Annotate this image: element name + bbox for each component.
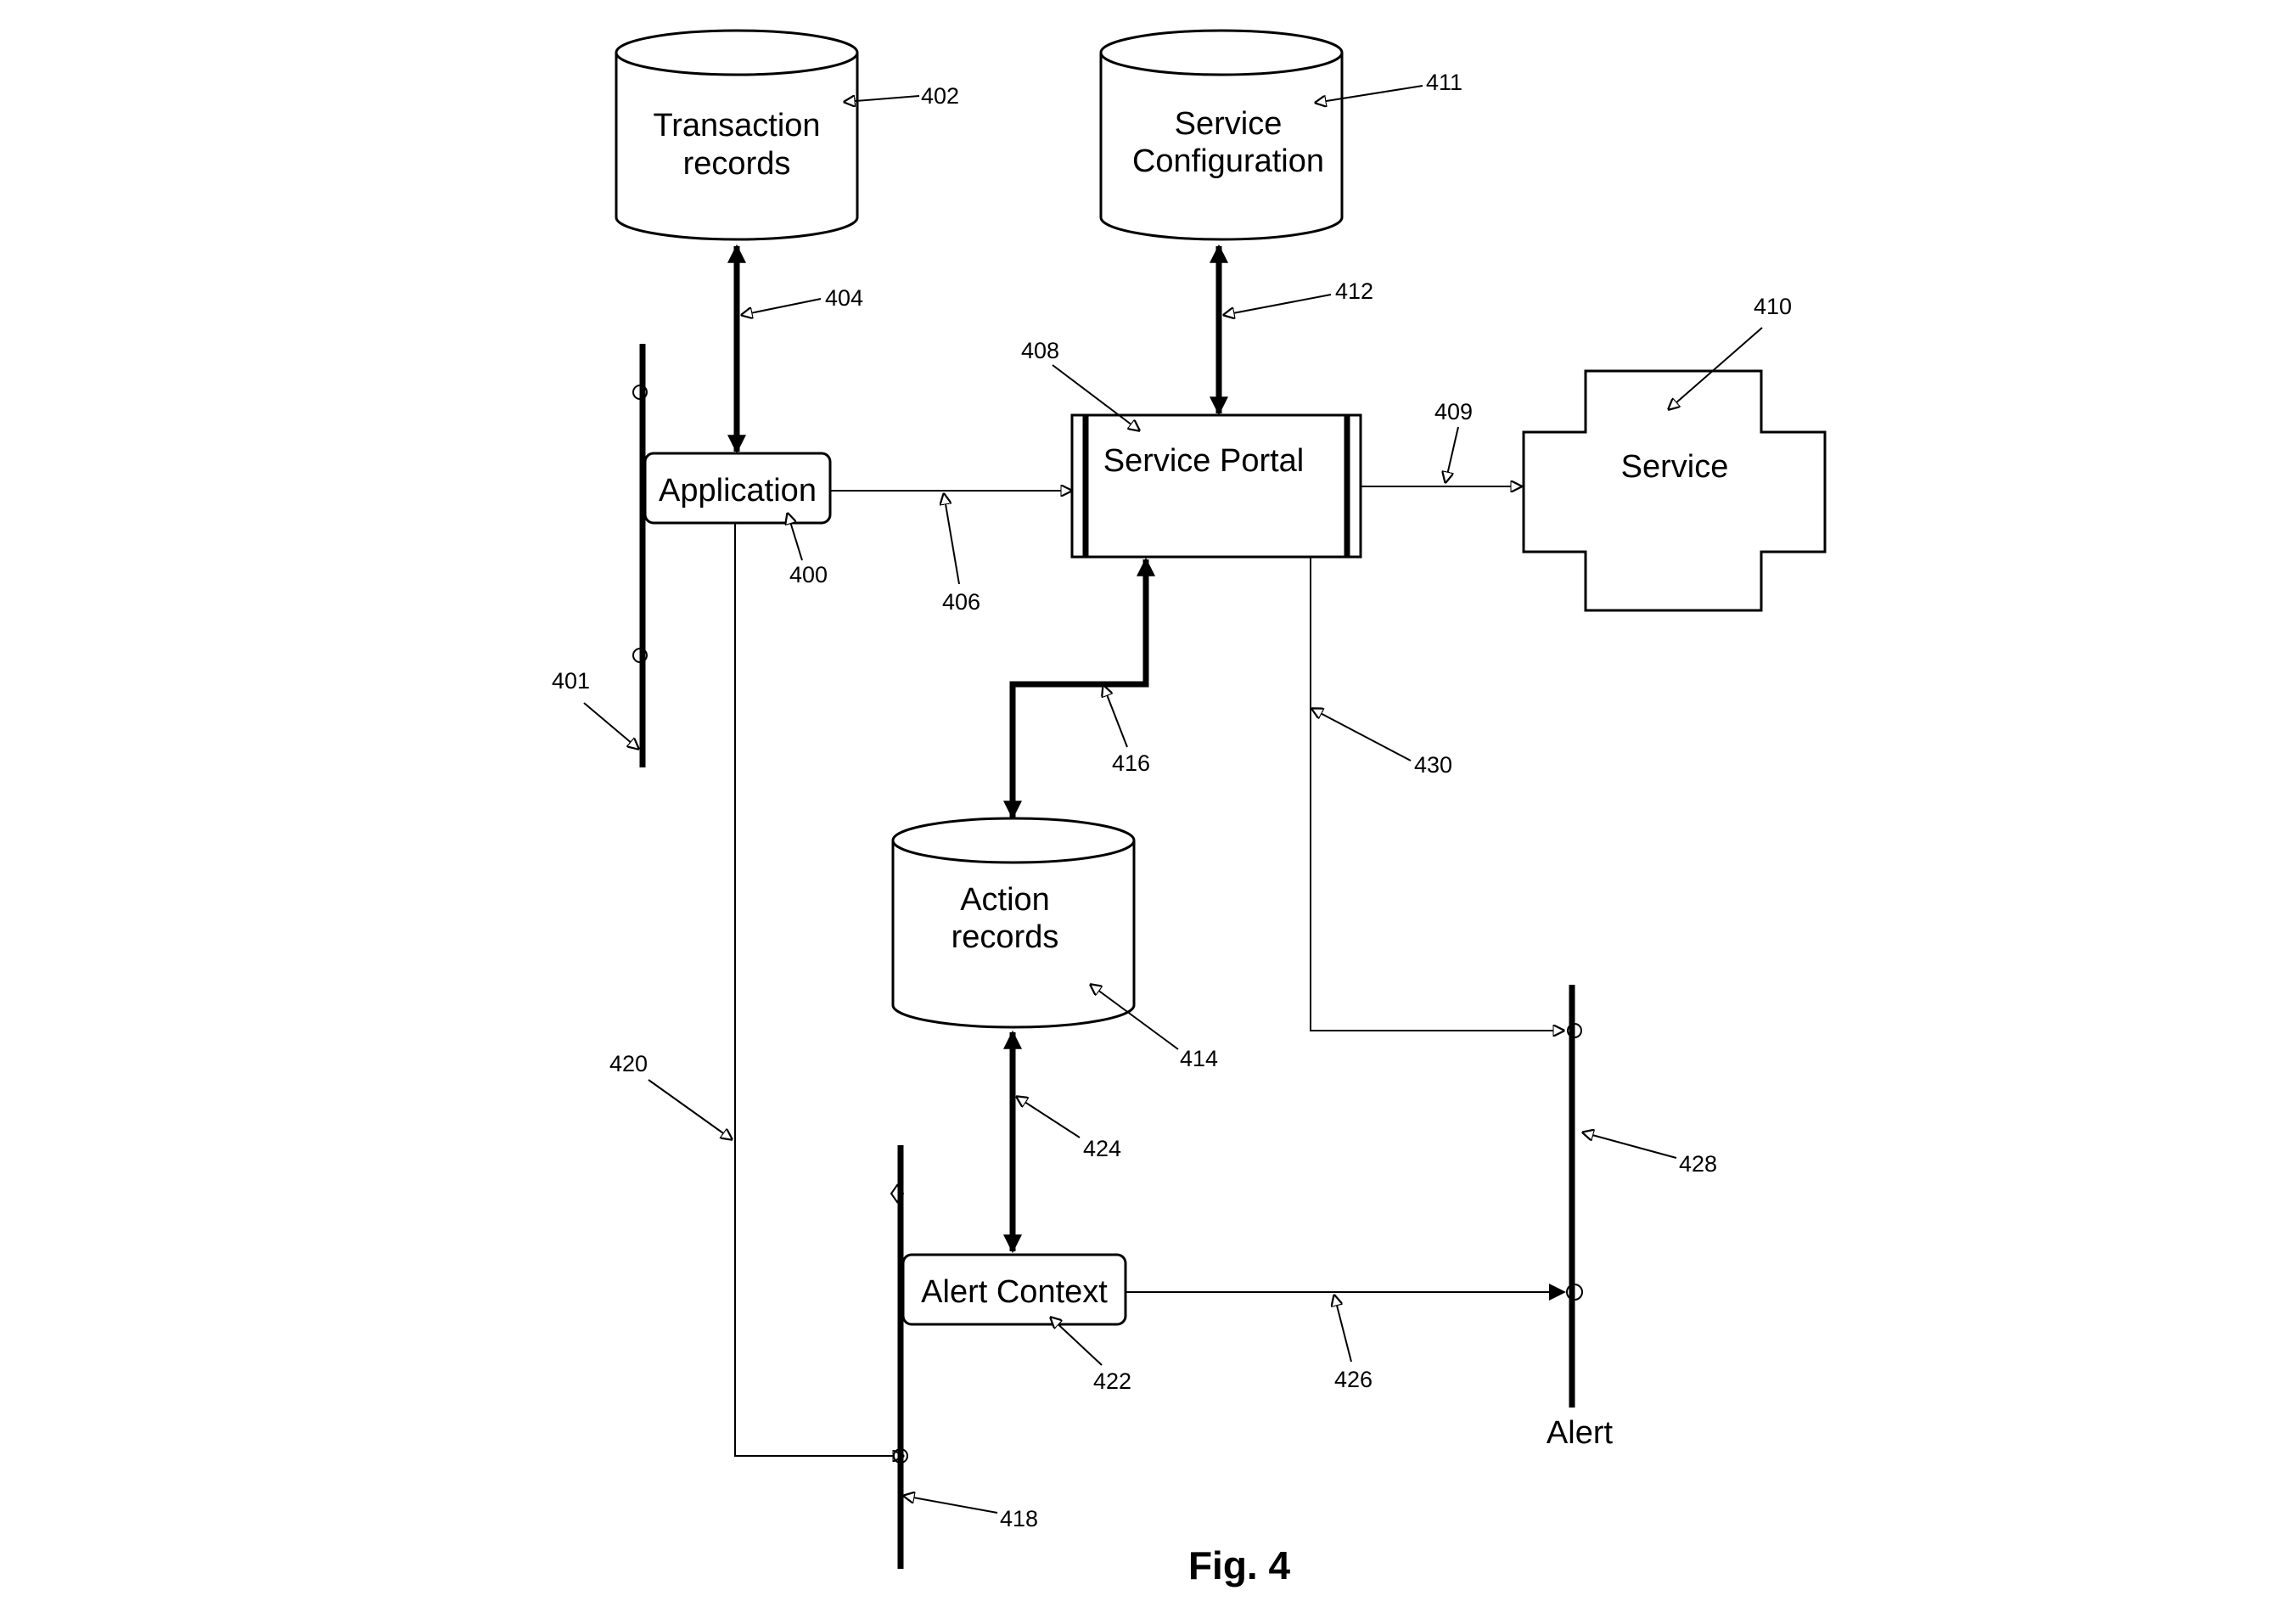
service-configuration-label-line1: Service bbox=[1175, 106, 1283, 142]
ref-430-leader bbox=[1312, 709, 1412, 761]
alert-context-lifeline-port-top bbox=[890, 1183, 905, 1204]
ref-402: 402 bbox=[921, 83, 959, 109]
alert-context-lifeline-port-bottom bbox=[893, 1448, 908, 1464]
transaction-records-label-line1: Transaction bbox=[653, 108, 820, 143]
ref-400-leader bbox=[788, 514, 803, 561]
ref-414-leader bbox=[1091, 985, 1179, 1050]
ref-411: 411 bbox=[1426, 70, 1462, 95]
ref-426-leader bbox=[1334, 1295, 1352, 1363]
portal-to-alert-arrow bbox=[1310, 557, 1563, 1031]
ref-400: 400 bbox=[789, 562, 828, 587]
ref-408-leader bbox=[1052, 364, 1139, 430]
transaction-records-label-line2: records bbox=[683, 146, 791, 182]
transaction-records-database: Transaction records bbox=[615, 29, 859, 241]
ref-401: 401 bbox=[552, 668, 590, 694]
service-configuration-database: Service Configuration bbox=[1099, 29, 1344, 241]
alert-label: Alert bbox=[1547, 1415, 1614, 1451]
ref-410-leader bbox=[1669, 327, 1763, 409]
application-label: Application bbox=[659, 473, 817, 509]
service-portal-box bbox=[1070, 413, 1362, 559]
ref-401-leader bbox=[583, 702, 638, 749]
ref-418: 418 bbox=[1000, 1506, 1038, 1531]
ref-416-leader bbox=[1103, 686, 1128, 748]
ref-411-leader bbox=[1316, 85, 1423, 103]
alert-context-box bbox=[901, 1253, 1127, 1326]
service-shape bbox=[1522, 369, 1827, 612]
ref-426: 426 bbox=[1334, 1367, 1373, 1392]
ref-428: 428 bbox=[1679, 1151, 1717, 1177]
ref-422-leader bbox=[1051, 1318, 1103, 1366]
ref-402-leader bbox=[845, 95, 920, 102]
application-lifeline-port-top bbox=[632, 385, 648, 400]
application-lifeline-port-bottom bbox=[632, 648, 648, 663]
alert-lifeline-port-bottom bbox=[1566, 1284, 1583, 1301]
service-label: Service bbox=[1621, 449, 1729, 485]
service-portal-label: Service Portal bbox=[1103, 443, 1305, 479]
ref-412-leader bbox=[1224, 294, 1332, 315]
ref-420: 420 bbox=[609, 1051, 648, 1076]
ref-409: 409 bbox=[1434, 399, 1473, 424]
action-records-database: Action records bbox=[891, 817, 1136, 1029]
ref-409-leader bbox=[1446, 426, 1459, 482]
ref-418-leader bbox=[904, 1496, 998, 1514]
ref-424-leader bbox=[1017, 1097, 1081, 1138]
alert-context-label: Alert Context bbox=[921, 1274, 1108, 1310]
action-records-label-line2: records bbox=[952, 919, 1059, 955]
action-records-label-line1: Action bbox=[960, 882, 1050, 918]
ref-416: 416 bbox=[1112, 750, 1150, 776]
ref-424: 424 bbox=[1083, 1136, 1121, 1161]
ref-422: 422 bbox=[1093, 1368, 1131, 1394]
service-configuration-label-line2: Configuration bbox=[1132, 143, 1324, 179]
app-to-alert-context-arrow bbox=[734, 523, 903, 1456]
ref-430: 430 bbox=[1414, 752, 1452, 778]
action-link-arrow bbox=[1003, 557, 1155, 820]
ref-404-leader bbox=[742, 298, 822, 315]
ref-412: 412 bbox=[1335, 278, 1373, 304]
ref-406-leader bbox=[944, 494, 960, 585]
application-box bbox=[643, 452, 832, 525]
alert-lifeline-port-top bbox=[1567, 1023, 1582, 1038]
ref-414: 414 bbox=[1180, 1046, 1218, 1071]
ref-404: 404 bbox=[825, 285, 863, 311]
ref-428-leader bbox=[1583, 1132, 1677, 1159]
ref-420-leader bbox=[648, 1079, 732, 1139]
ref-410: 410 bbox=[1754, 294, 1792, 319]
ref-406: 406 bbox=[942, 589, 980, 615]
ref-408: 408 bbox=[1021, 338, 1059, 363]
figure-caption: Fig. 4 bbox=[1188, 1543, 1291, 1587]
